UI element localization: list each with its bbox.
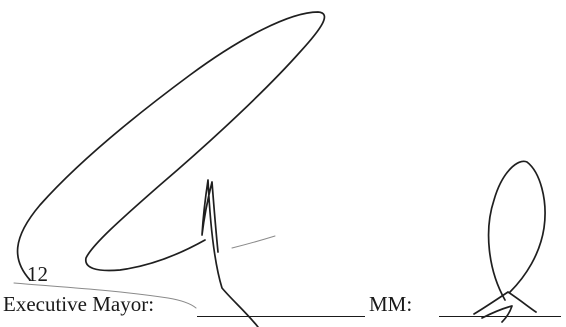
page-number: 12 (27, 262, 48, 286)
mm-label: MM: (369, 292, 413, 316)
executive-mayor-signature-line (197, 316, 365, 317)
mm-signature-line (439, 316, 561, 317)
executive-mayor-label: Executive Mayor: (3, 292, 155, 316)
